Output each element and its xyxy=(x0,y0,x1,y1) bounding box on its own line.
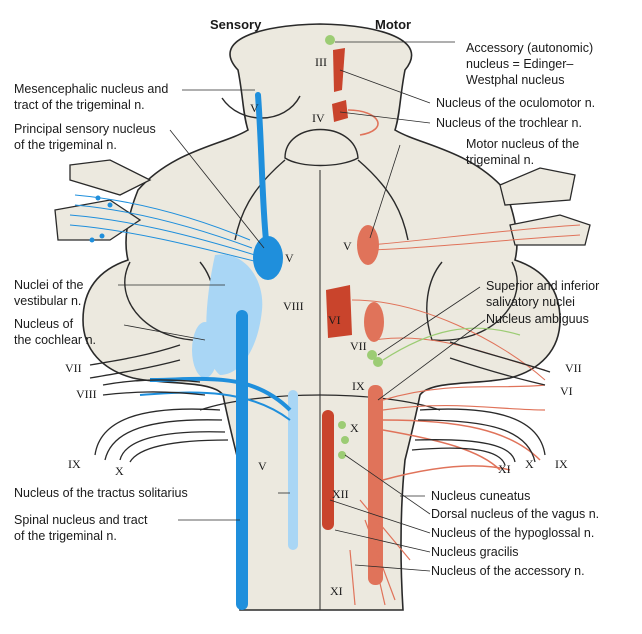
label-nucleus-ambiguus: Nucleus ambiguus xyxy=(486,312,589,326)
numeral-vii-right: VII xyxy=(565,361,582,375)
numeral-vi-right: VI xyxy=(560,384,573,398)
leader-lines xyxy=(118,41,486,572)
label-nucleus-gracilis: Nucleus gracilis xyxy=(431,545,519,559)
numeral-v-spinal: V xyxy=(258,459,267,473)
numeral-ix-motor: IX xyxy=(352,379,365,393)
numeral-vi-motor: VI xyxy=(328,313,341,327)
fourth-ventricle-left-edge xyxy=(234,159,286,241)
numeral-ix-right: IX xyxy=(555,457,568,471)
label-salivatory-1: Superior and inferior xyxy=(486,279,600,293)
sensory-header: Sensory xyxy=(210,17,262,32)
label-cochlear-2: the cochlear n. xyxy=(14,333,96,347)
label-vestibular-1: Nuclei of the xyxy=(14,278,84,292)
right-peduncle-contour xyxy=(426,261,518,341)
label-edinger-westphal-3: Westphal nucleus xyxy=(466,73,565,87)
numeral-x-motor: X xyxy=(350,421,359,435)
obex-curve xyxy=(199,394,441,411)
motor-header: Motor xyxy=(375,17,412,32)
numeral-vii-left: VII xyxy=(65,361,82,375)
label-dorsal-vagus: Dorsal nucleus of the vagus n. xyxy=(431,507,600,521)
numeral-v-top: V xyxy=(250,101,259,115)
label-principal-sensory-2: of the trigeminal n. xyxy=(14,138,117,152)
numeral-iii: III xyxy=(315,55,327,69)
label-cochlear-1: Nucleus of xyxy=(14,317,74,331)
oculomotor-nucleus xyxy=(333,48,345,92)
numeral-viii-left: VIII xyxy=(76,387,97,401)
fourth-ventricle-right-edge xyxy=(357,159,409,241)
numeral-xi-bottom: XI xyxy=(330,584,343,598)
label-accessory: Nucleus of the accessory n. xyxy=(431,564,585,578)
numeral-vii-motor: VII xyxy=(350,339,367,353)
mesencephalic-tract xyxy=(255,92,269,243)
label-hypoglossal: Nucleus of the hypoglossal n. xyxy=(431,526,595,540)
left-trigeminal-nerve xyxy=(54,159,259,263)
lower-nerve-stumps xyxy=(89,341,551,466)
label-edinger-westphal-1: Accessory (autonomic) xyxy=(466,41,594,55)
numeral-x-right: X xyxy=(525,457,534,471)
numeral-viii-sensory: VIII xyxy=(283,299,304,313)
hypoglossal-nucleus xyxy=(322,410,334,530)
principal-sensory-nucleus xyxy=(253,236,283,280)
facial-nucleus xyxy=(364,302,384,342)
right-trigeminal-nerve xyxy=(369,167,591,251)
numeral-x-left: X xyxy=(115,464,124,478)
numeral-iv: IV xyxy=(312,111,325,125)
spinal-trigeminal-nucleus xyxy=(236,310,248,610)
cochlear-nucleus xyxy=(192,322,218,378)
numeral-xi-right: XI xyxy=(498,462,511,476)
label-nucleus-cuneatus: Nucleus cuneatus xyxy=(431,489,531,503)
label-mesencephalic-2: tract of the trigeminal n. xyxy=(14,98,145,112)
label-vestibular-2: vestibular n. xyxy=(14,294,82,308)
label-principal-sensory-1: Principal sensory nucleus xyxy=(14,122,156,136)
label-mesencephalic-1: Mesencephalic nucleus and xyxy=(14,82,169,96)
vestibular-nuclei xyxy=(206,254,263,375)
label-motor-trigeminal-2: trigeminal n. xyxy=(466,153,535,167)
sensory-nuclei xyxy=(139,92,298,610)
motor-trigeminal-nucleus xyxy=(357,225,379,265)
numeral-ix-left: IX xyxy=(68,457,81,471)
label-oculomotor: Nucleus of the oculomotor n. xyxy=(436,96,596,110)
label-spinal-trigeminal-2: of the trigeminal n. xyxy=(14,529,117,543)
numeral-xii: XII xyxy=(332,487,349,501)
tractus-solitarius-nucleus xyxy=(288,390,298,550)
nucleus-ambiguus xyxy=(368,385,383,585)
trochlear-nucleus xyxy=(332,100,348,122)
label-motor-trigeminal-1: Motor nucleus of the xyxy=(466,137,580,151)
pineal-region-outline xyxy=(284,128,359,167)
abducens-nucleus xyxy=(326,285,352,338)
label-edinger-westphal-2: nucleus = Edinger– xyxy=(466,57,574,71)
label-spinal-trigeminal-1: Spinal nucleus and tract xyxy=(14,513,148,527)
numeral-v-sensory: V xyxy=(285,251,294,265)
label-tractus-solitarius: Nucleus of the tractus solitarius xyxy=(14,486,188,500)
numeral-v-motor: V xyxy=(343,239,352,253)
label-salivatory-2: salivatory nuclei xyxy=(486,295,575,309)
cranial-nerve-numerals: V III IV V VIII V VI VII IX X XII V XI V… xyxy=(65,55,582,598)
label-trochlear: Nucleus of the trochlear n. xyxy=(436,116,582,130)
